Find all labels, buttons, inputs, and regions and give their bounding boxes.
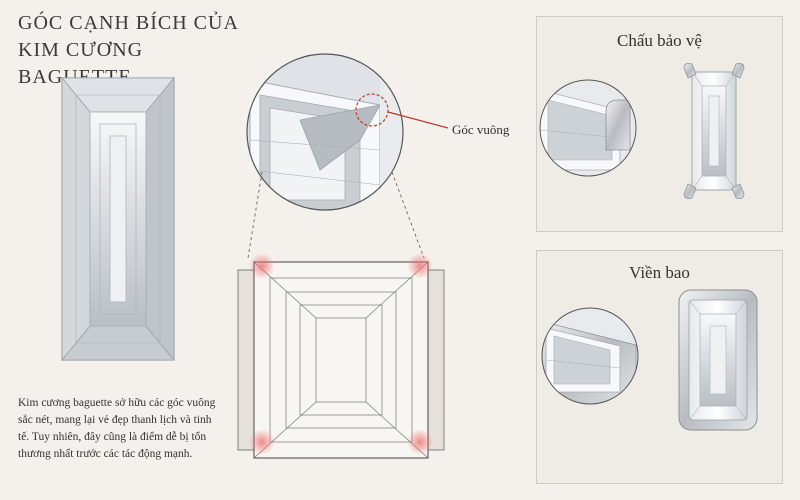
title-line-1: GÓC CẠNH BÍCH CỦA [18,12,239,34]
technical-top-view [237,253,445,459]
connector-line-right [391,171,425,259]
bezel-setting-panel: Viền bao [536,250,783,484]
callout-label-right-angle: Góc vuông [452,122,510,137]
description-text: Kim cương baguette sở hữu các góc vuông … [18,397,216,460]
page-title: GÓC CẠNH BÍCH CỦA KIM CƯƠNG BAGUETTE [18,10,248,91]
baguette-diamond-large [61,76,175,362]
prong-setting-title: Chấu bảo vệ [617,31,702,50]
magnified-corner-view [246,53,449,211]
connector-line-left [247,171,263,259]
bezel-setting-title: Viền bao [629,263,690,282]
prong-setting-panel: Chấu bảo vệ [536,16,783,232]
